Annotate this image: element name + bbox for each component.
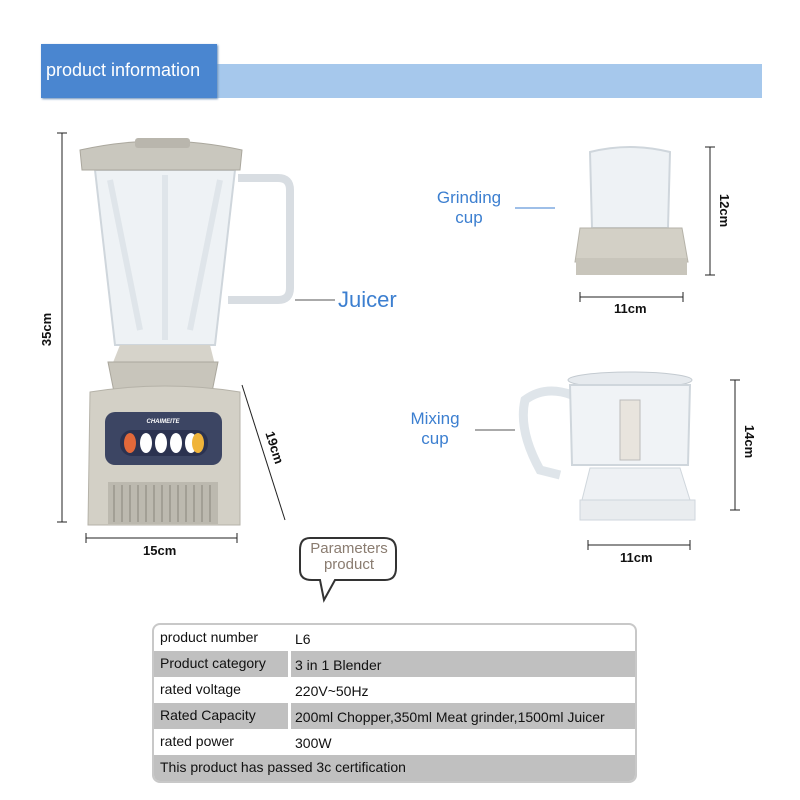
row-key: Product category xyxy=(154,651,291,677)
mixing-label-line2: cup xyxy=(421,429,449,448)
row-value: 300W xyxy=(295,735,332,751)
grinding-cup-height: 12cm xyxy=(717,193,733,228)
mixing-cup-image xyxy=(518,371,696,521)
row-value: 200ml Chopper,350ml Meat grinder,1500ml … xyxy=(295,709,605,725)
speech-bubble xyxy=(299,537,397,603)
row-key: rated voltage xyxy=(154,677,291,703)
juicer-label: Juicer xyxy=(338,287,397,312)
header-title-box xyxy=(41,44,217,98)
juicer-width: 15cm xyxy=(143,543,177,558)
grinding-cup-width: 11cm xyxy=(614,301,647,316)
mixing-cup-width: 11cm xyxy=(620,550,653,565)
bubble-line1: Parameters xyxy=(310,540,388,557)
svg-text:CHAIMEITE: CHAIMEITE xyxy=(147,419,181,425)
row-value: 3 in 1 Blender xyxy=(295,657,382,673)
row-key: product number xyxy=(154,625,291,651)
row-key: Rated Capacity xyxy=(154,703,291,729)
row-value: L6 xyxy=(295,631,311,647)
juicer-blender-image: CHAIMEITE xyxy=(79,138,294,526)
row-value: 220V~50Hz xyxy=(295,683,369,699)
table-footer: This product has passed 3c certification xyxy=(154,755,635,781)
mixing-label-line1: Mixing xyxy=(410,409,460,428)
mixing-cup-height: 14cm xyxy=(742,424,758,459)
grinding-label-line2: cup xyxy=(455,208,483,227)
grinding-cup-image xyxy=(574,146,689,275)
header-bar xyxy=(217,64,762,98)
header-title: product information xyxy=(46,60,201,80)
juicer-height: 35cm xyxy=(39,312,55,347)
grinding-label-line1: Grinding xyxy=(436,188,502,207)
bubble-line2: product xyxy=(323,556,375,573)
row-key: rated power xyxy=(154,729,291,755)
juicer-dimension-lines xyxy=(57,132,740,550)
